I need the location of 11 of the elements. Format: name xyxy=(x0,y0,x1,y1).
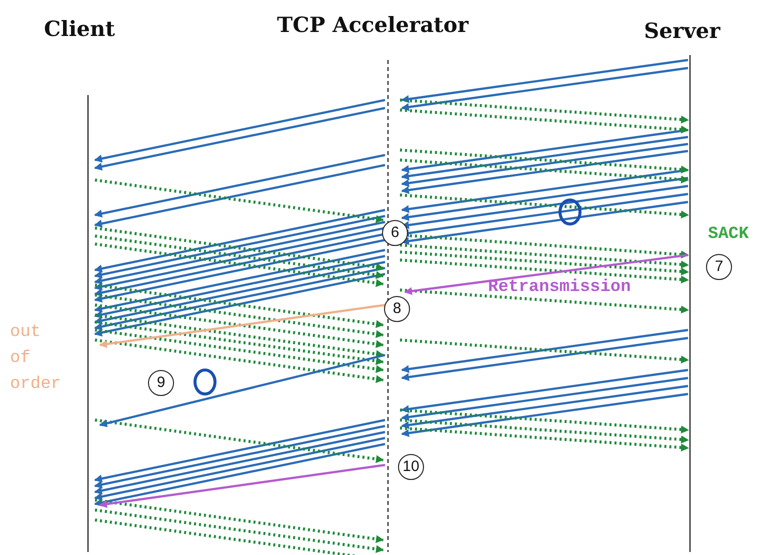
callout-number: 8 xyxy=(384,296,410,322)
callout-number: 7 xyxy=(706,254,732,280)
annotation-text: Retransmission xyxy=(488,278,631,297)
lifeline-heading: Client xyxy=(44,16,115,41)
annotation-text: SACK xyxy=(708,225,749,244)
lifeline-heading: Server xyxy=(644,18,720,43)
callout-number: 6 xyxy=(382,220,408,246)
annotation-text: out of order xyxy=(10,322,62,396)
lifeline-heading: TCP Accelerator xyxy=(277,12,468,37)
callout-number: 10 xyxy=(398,454,424,480)
callout-number: 9 xyxy=(148,370,174,396)
